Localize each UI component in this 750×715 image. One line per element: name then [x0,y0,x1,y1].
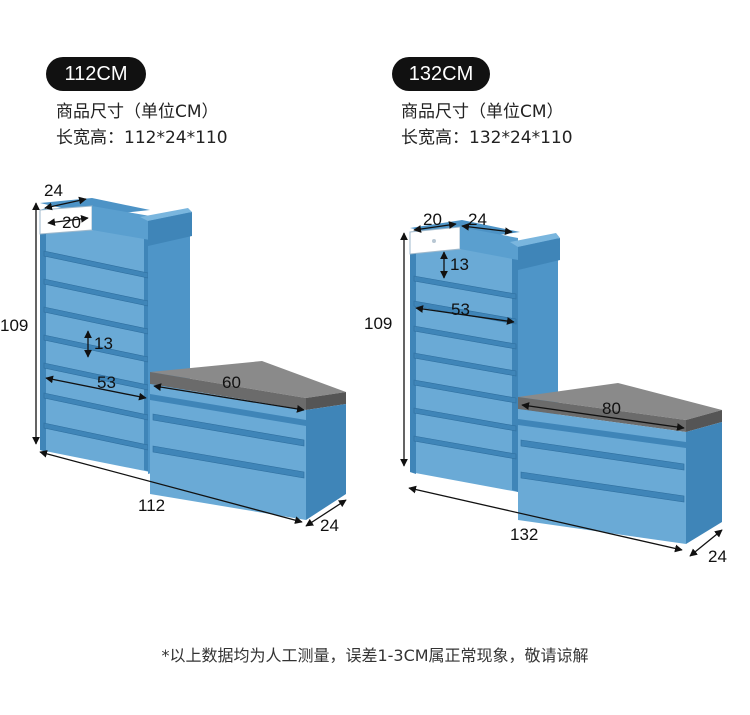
dim-depth-left: 24 [320,516,339,535]
dim-shelf-width-right: 53 [451,300,470,319]
badge-132cm: 132CM [392,57,490,91]
dim-total-length-left: 112 [138,496,165,515]
spec-block-right: 商品尺寸（单位CM） 长宽高：132*24*110 [401,99,573,151]
dim-bench-width-right: 80 [602,399,621,418]
dim-drawer-width-left: 20 [62,213,81,232]
dim-height-left: 109 [0,316,28,335]
spec-block-left: 商品尺寸（单位CM） 长宽高：112*24*110 [56,99,228,151]
badge-112cm: 112CM [46,57,146,91]
shoe-cabinet-112: 24 20 109 13 53 60 112 24 [0,181,347,535]
spec-dims-left: 长宽高：112*24*110 [56,128,228,148]
bench-left [150,361,346,520]
spec-dims-right: 长宽高：132*24*110 [401,128,573,148]
dim-total-length-right: 132 [510,525,538,544]
dim-shelf-width-left: 53 [97,373,116,392]
dim-depth-right: 24 [708,547,727,566]
shelf-tower-left [39,198,192,474]
spec-title-left: 商品尺寸（单位CM） [56,102,219,122]
dim-bench-width-left: 60 [222,373,241,392]
measurement-disclaimer: *以上数据均为人工测量，误差1-3CM属正常现象，敬请谅解 [161,646,589,665]
spec-title-right: 商品尺寸（单位CM） [401,102,564,122]
dim-drawer-depth-left: 24 [44,181,63,200]
shoe-cabinet-132: 20 24 13 109 53 80 132 24 [364,210,727,566]
dim-drawer-depth-right: 24 [468,210,487,229]
dim-drawer-width-right: 20 [423,210,442,229]
dim-gap-right: 13 [450,255,469,274]
dim-height-right: 109 [364,314,392,333]
dim-gap-left: 13 [94,334,113,353]
